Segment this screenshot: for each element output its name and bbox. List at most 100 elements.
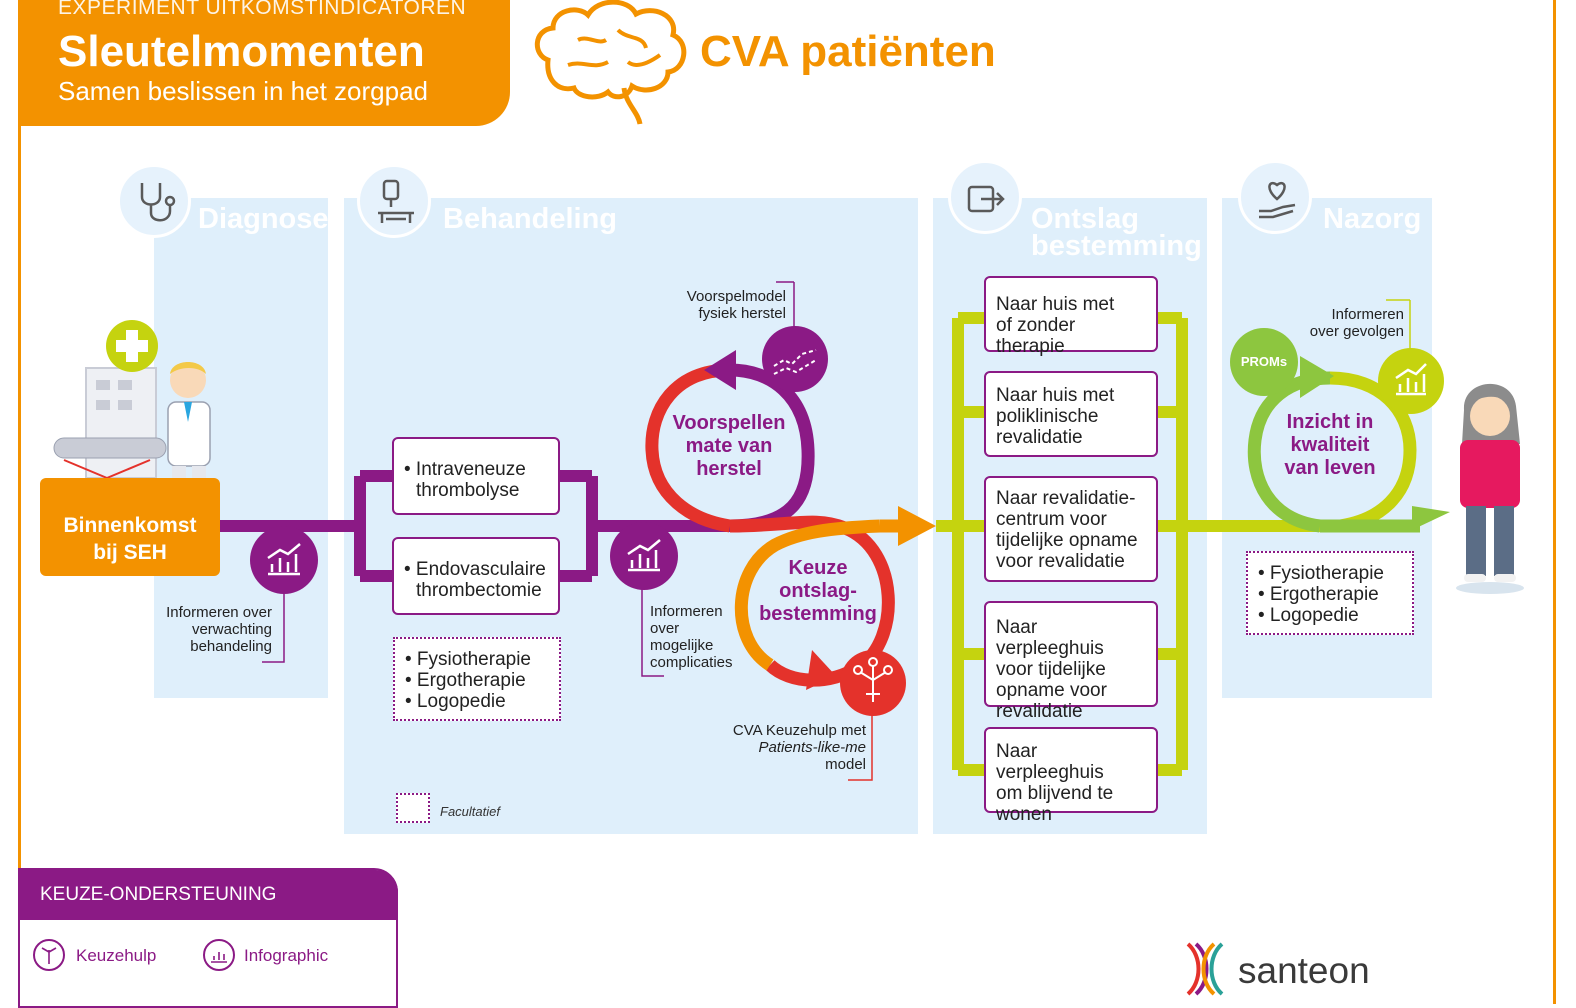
info-keuzehulp-line: model	[825, 756, 866, 773]
phase-title-ontslag: Ontslag bestemming	[1031, 203, 1202, 262]
infographic-icon	[250, 526, 318, 594]
cycle-inzicht: Inzicht in kwaliteit van leven	[1268, 411, 1392, 480]
phase-panel-behandeling	[344, 198, 918, 834]
therapy-item: • Fysiotherapie	[1258, 563, 1384, 584]
patient-icon	[1456, 383, 1524, 594]
destination-line: Naar huis met	[996, 385, 1115, 406]
cycle-line: Keuze	[788, 557, 848, 579]
info-gevolgen-line: Informeren	[1331, 306, 1404, 323]
legend-item-keuzehulp: Keuzehulp	[76, 946, 157, 965]
info-verwachting-line: behandeling	[190, 638, 272, 655]
legend-item-infographic: Infographic	[244, 946, 329, 965]
frame-border-right	[1553, 0, 1556, 1004]
cycle-keuze: Keuze ontslag- bestemming	[752, 557, 884, 626]
info-verwachting-line: Informeren over	[166, 604, 272, 621]
hospital-icon	[53, 320, 167, 502]
exit-icon	[948, 160, 1022, 234]
info-gevolgen: Informeren over gevolgen	[1300, 306, 1404, 340]
destination-line: revalidatie	[996, 427, 1083, 448]
info-gevolgen-line: over gevolgen	[1309, 323, 1404, 340]
header-banner: EXPERIMENT UITKOMSTINDICATOREN Sleutelmo…	[18, 0, 510, 126]
phase-title-behandeling: Behandeling	[443, 203, 618, 235]
cycle-line: herstel	[696, 458, 762, 480]
proms-icon: PROMs	[1230, 328, 1298, 396]
destination-line: of zonder therapie	[996, 315, 1076, 357]
brain-icon	[534, 0, 687, 125]
destination-box: Naar huis met of zonder therapie	[984, 276, 1158, 357]
therapy-item: • Logopedie	[1258, 605, 1359, 626]
info-voorspelmodel-line: Voorspelmodel	[686, 288, 786, 305]
treatment-line: thrombolyse	[416, 480, 520, 501]
info-complicaties-line: over	[650, 620, 680, 637]
treatment-line: thrombectomie	[416, 580, 542, 601]
cycle-line: bestemming	[759, 603, 877, 625]
destination-line: wonen	[996, 804, 1052, 825]
info-verwachting-line: verwachting	[191, 621, 272, 638]
page-subtitle: Samen beslissen in het zorgpad	[58, 76, 429, 106]
destination-line: Naar verpleeghuis	[996, 617, 1104, 659]
proms-label: PROMs	[1240, 354, 1288, 369]
infographic-icon	[1378, 348, 1444, 414]
info-voorspelmodel-line: fysiek herstel	[698, 305, 786, 322]
brand-name: santeon	[1238, 950, 1370, 991]
legend-box: KEUZE-ONDERSTEUNING	[18, 868, 398, 1008]
santeon-logo-icon	[1186, 942, 1224, 996]
iv-drip-icon	[357, 164, 431, 238]
stethoscope-icon	[117, 164, 191, 238]
cycle-line: ontslag-	[779, 580, 857, 602]
facultatief-legend-swatch	[396, 793, 430, 823]
patient-group-title: CVA patiënten	[700, 27, 996, 76]
care-heart-icon	[1238, 160, 1312, 234]
cycle-line: mate van	[685, 435, 773, 457]
infographic-icon	[610, 522, 678, 590]
legend-title: KEUZE-ONDERSTEUNING	[20, 870, 398, 920]
infographic-icon	[203, 939, 235, 971]
cycle-voorspellen: Voorspellen mate van herstel	[664, 412, 794, 481]
header-kicker: EXPERIMENT UITKOMSTINDICATOREN	[58, 0, 467, 19]
therapy-item: • Ergotherapie	[1258, 584, 1379, 605]
facultatief-label: Facultatief	[440, 804, 500, 819]
info-voorspelmodel: Voorspelmodel fysiek herstel	[672, 288, 786, 322]
destination-line: opname voor	[996, 680, 1107, 701]
destination-line: tijdelijke opname	[996, 530, 1138, 551]
cycle-line: van leven	[1284, 457, 1376, 479]
destination-line: voor revalidatie	[996, 551, 1125, 572]
entry-label-line1: Binnenkomst	[63, 514, 197, 537]
destination-line: revalidatie	[996, 701, 1083, 722]
destination-box: Naar revalidatie- centrum voor tijdelijk…	[984, 476, 1158, 582]
destination-line: poliklinische	[996, 406, 1099, 427]
page-title: Sleutelmomenten	[58, 27, 425, 76]
info-keuzehulp-model-name: Patients-like-me	[758, 739, 866, 756]
treatment-box: • Intraveneuze thrombolyse	[392, 437, 560, 515]
treatment-line: • Endovasculaire	[404, 559, 546, 580]
cycle-line: Inzicht in	[1286, 411, 1374, 433]
destination-box: Naar huis met poliklinische revalidatie	[984, 371, 1158, 457]
info-keuzehulp: CVA Keuzehulp met Patients-like-me model	[720, 722, 866, 773]
phase-title-nazorg: Nazorg	[1323, 203, 1422, 235]
info-keuzehulp-line: CVA Keuzehulp met	[732, 722, 866, 739]
info-verwachting: Informeren over verwachting behandeling	[160, 604, 272, 655]
info-complicaties-line: Informeren	[650, 603, 723, 620]
cycle-line: Voorspellen	[672, 412, 786, 434]
prediction-icon	[762, 326, 828, 392]
phase-title-diagnose: Diagnose	[198, 203, 329, 235]
destination-box: Naar verpleeghuis voor tijdelijke opname…	[984, 601, 1158, 722]
destination-line: Naar huis met	[996, 294, 1115, 315]
therapy-item: • Logopedie	[405, 691, 506, 712]
info-complicaties-line: mogelijke	[650, 637, 714, 654]
treatment-line: • Intraveneuze	[404, 459, 526, 480]
destination-line: voor tijdelijke	[996, 659, 1106, 680]
therapy-item: • Ergotherapie	[405, 670, 526, 691]
destination-line: centrum voor	[996, 509, 1107, 530]
entry-box: Binnenkomst bij SEH	[40, 478, 220, 576]
destination-line: Naar revalidatie-	[996, 488, 1136, 509]
decision-aid-icon	[33, 939, 65, 971]
decision-aid-icon	[840, 650, 906, 716]
frame-border-left	[18, 0, 21, 1004]
info-complicaties-line: complicaties	[650, 654, 733, 671]
cycle-line: kwaliteit	[1290, 434, 1370, 456]
nazorg-therapies-box: • Fysiotherapie • Ergotherapie • Logoped…	[1246, 551, 1414, 635]
destination-line: Naar verpleeghuis	[996, 741, 1104, 783]
treatment-box: • Endovasculaire thrombectomie	[392, 537, 560, 615]
